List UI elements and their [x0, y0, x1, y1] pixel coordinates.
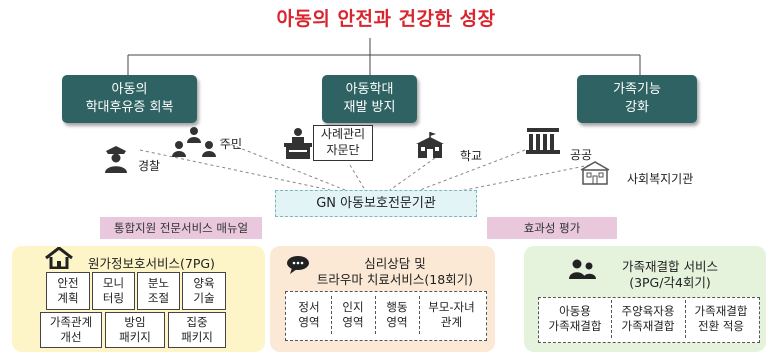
- panel-reunification-title-line1: 가족재결합 서비스: [622, 259, 718, 274]
- committee-icon: [282, 127, 314, 164]
- goal-box-family: 가족기능 강화: [577, 75, 697, 123]
- panel-home-protection-title: 원가정보호서비스(7PG): [88, 256, 215, 271]
- therapy-area-line2: 영역: [342, 315, 364, 329]
- building-icon: [525, 126, 561, 157]
- service-cell-line2: 계획: [57, 291, 79, 305]
- panel-reunification-title-line2: (3PG/각4회기): [629, 275, 711, 290]
- tag-manual: 통합지원 전문서비스 매뉴얼: [100, 217, 262, 239]
- therapy-area-line1: 정서: [298, 300, 320, 314]
- goal-recovery-line2: 학대후유증 회복: [85, 100, 174, 115]
- residents-icon: [170, 125, 218, 162]
- service-cell-line1: 안전: [57, 276, 79, 290]
- divider: [331, 296, 332, 334]
- goal-box-prevention: 아동학대 재발 방지: [322, 75, 417, 123]
- divider: [419, 296, 420, 334]
- case-committee-box: 사례관리 자문단: [313, 125, 373, 161]
- service-cell-line1: 양육: [193, 276, 215, 290]
- therapy-area-line1: 부모-자녀: [428, 300, 475, 314]
- reunification-line1: 주양육자용: [621, 304, 675, 318]
- service-cell-line2: 패키지: [181, 330, 213, 344]
- stakeholder-public: 공공: [570, 148, 593, 162]
- service-cell-line2: 터링: [102, 291, 125, 305]
- goal-prevention-line1: 아동학대: [345, 82, 394, 97]
- divider: [685, 300, 686, 338]
- therapy-area-line2: 영역: [386, 315, 408, 329]
- divider: [375, 296, 376, 334]
- diagram-title: 아동의 안전과 건강한 성장: [276, 8, 496, 30]
- chat-bubble-icon: [286, 255, 312, 278]
- goal-box-recovery: 아동의 학대후유증 회복: [62, 75, 197, 123]
- therapy-area-line1: 행동: [386, 300, 408, 314]
- case-committee-line1: 사례관리: [320, 127, 366, 141]
- school-icon: [412, 132, 448, 163]
- therapy-area-line1: 인지: [342, 300, 364, 314]
- service-cell-line2: 개선: [60, 330, 82, 344]
- goal-prevention-line2: 재발 방지: [343, 100, 396, 115]
- stakeholder-welfare: 사회복지기관: [627, 172, 694, 186]
- service-cell-line1: 분노: [147, 276, 170, 290]
- stakeholder-police: 경찰: [138, 159, 161, 173]
- reunification-line2: 가족재결합: [621, 319, 675, 333]
- goal-recovery-line1: 아동의: [111, 82, 148, 97]
- family-icon: [568, 258, 598, 283]
- reunification-line1: 아동용: [559, 304, 591, 318]
- house-icon: [44, 246, 74, 272]
- service-cell-line2: 패키지: [119, 330, 151, 344]
- reunification-line2: 전환 적응: [698, 319, 744, 333]
- service-cell-line2: 기술: [193, 291, 215, 305]
- service-cell-line2: 조절: [147, 291, 170, 305]
- welfare-building-icon: [578, 160, 612, 189]
- goal-family-line2: 강화: [625, 100, 649, 115]
- reunification-line1: 가족재결합: [694, 304, 748, 318]
- tag-evaluation: 효과성 평가: [487, 217, 617, 239]
- stakeholder-school: 학교: [460, 149, 483, 163]
- goal-family-line1: 가족기능: [613, 82, 661, 97]
- agency-center-box: GN 아동보호전문기관: [275, 190, 477, 217]
- panel-therapy-title-line1: 심리상담 및: [364, 256, 426, 271]
- reunification-line2: 가족재결합: [548, 319, 602, 333]
- service-cell-line1: 모니: [102, 276, 125, 290]
- reunification-group: [538, 297, 760, 343]
- service-cell-line1: 가족관계: [49, 315, 93, 329]
- case-committee-line2: 자문단: [326, 143, 360, 157]
- service-cell-line1: 방임: [124, 315, 146, 329]
- divider: [611, 300, 612, 338]
- police-officer-icon: [100, 143, 132, 176]
- panel-therapy-title-line2: 트라우마 치료서비스(18회기): [316, 272, 474, 287]
- therapy-area-line2: 영역: [298, 315, 320, 329]
- service-cell-line1: 집중: [186, 315, 208, 329]
- therapy-area-line2: 관계: [440, 315, 463, 329]
- therapy-area-group: [285, 291, 487, 341]
- stakeholder-residents: 주민: [220, 137, 243, 151]
